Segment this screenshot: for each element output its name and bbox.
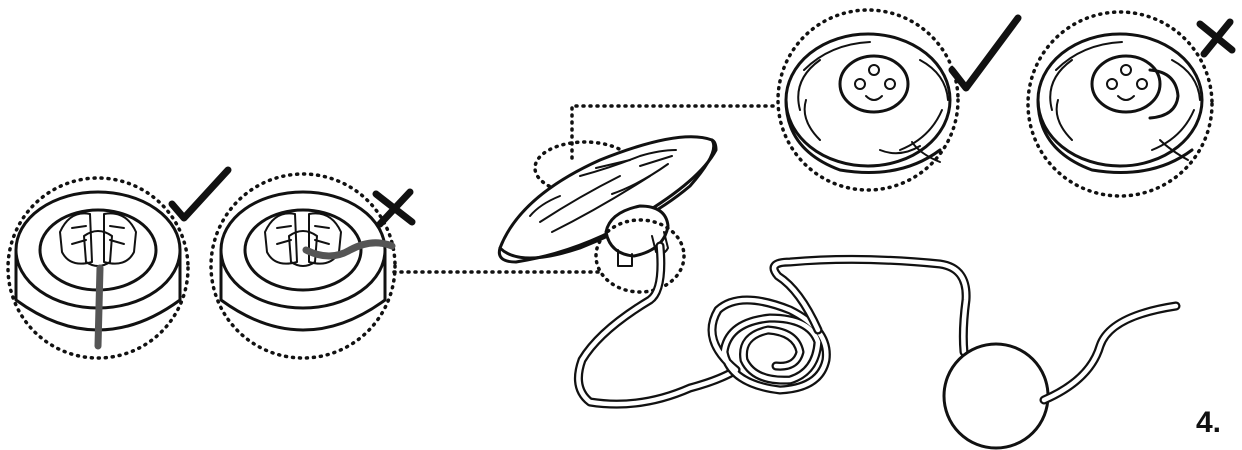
light-fixture (497, 135, 718, 294)
step-number: 4. (1196, 406, 1222, 439)
check-mark-icon (948, 14, 1022, 92)
detail-bottom-incorrect (209, 172, 416, 360)
cable-segment (94, 264, 104, 350)
detail-bottom-correct (6, 166, 232, 360)
highlight-circle-bottom (594, 218, 686, 294)
power-cable (573, 241, 1181, 450)
cable-segment (302, 239, 396, 260)
detail-bubble-outline (776, 8, 960, 192)
detail-bubble-outline (6, 176, 190, 360)
check-mark-icon (168, 166, 232, 222)
cable-weight-ball (942, 342, 1050, 450)
cross-mark-icon (372, 188, 416, 228)
detail-top-correct (776, 8, 1022, 192)
detail-top-incorrect (1026, 10, 1236, 198)
detail-bubble-outline (1026, 10, 1214, 198)
cross-mark-icon (1196, 18, 1236, 58)
callout-leader-line (570, 104, 778, 160)
detail-bubble-outline (209, 172, 397, 360)
